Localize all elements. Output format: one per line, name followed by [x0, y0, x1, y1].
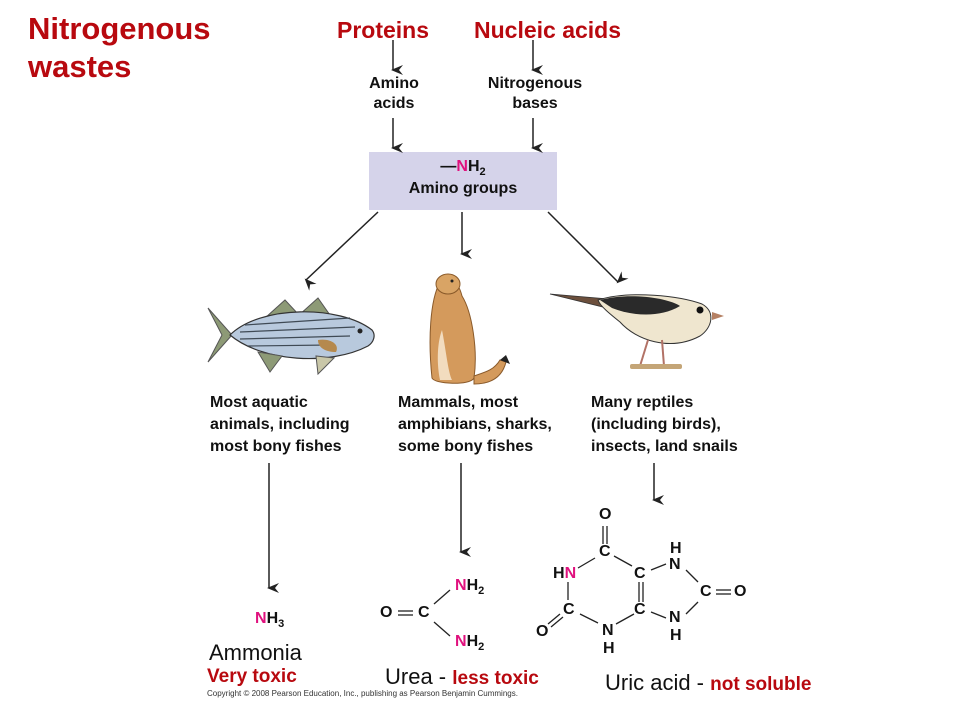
- uric-o-top: O: [599, 506, 612, 523]
- bond: —: [440, 158, 457, 175]
- urea-carbon: C: [418, 604, 430, 621]
- nitrogen: N: [456, 158, 468, 175]
- urea-nh2-top: NH2: [455, 577, 484, 597]
- uric-n3: N: [602, 622, 614, 639]
- amino-acids-label: Amino acids: [350, 74, 438, 114]
- hydrogen: H: [466, 577, 479, 594]
- subscript: 2: [479, 166, 486, 179]
- subscript: 2: [478, 641, 485, 654]
- fish-icon: [207, 297, 375, 376]
- hydrogen: H: [466, 633, 479, 650]
- arrow-to-fish: [304, 211, 379, 291]
- desc-line: insects, land snails: [591, 438, 738, 455]
- desc-line: (including birds),: [591, 416, 721, 433]
- uric-acid-solubility: not soluble: [710, 674, 812, 695]
- hydrogen: H: [467, 158, 480, 175]
- source-nucleic-acids: Nucleic acids: [474, 17, 622, 43]
- arrow-to-bird: [547, 211, 629, 284]
- slide-title: Nitrogenous wastes: [28, 10, 268, 86]
- uric-acid-name: Uric acid -: [605, 670, 711, 695]
- nitrogenous-bases-line2: bases: [512, 95, 558, 112]
- bird-icon: [549, 293, 724, 369]
- desc-aquatic: Most aquatic animals, including most bon…: [210, 392, 350, 458]
- uric-c5: C: [634, 565, 646, 582]
- uric-c1: C: [599, 543, 611, 560]
- uric-c8: C: [700, 583, 712, 600]
- uric-o2: O: [536, 623, 549, 640]
- title-text: Nitrogenous wastes: [28, 11, 211, 84]
- copyright: Copyright © 2008 Pearson Education, Inc.…: [207, 689, 518, 698]
- nitrogenous-bases-line1: Nitrogenous: [487, 75, 583, 92]
- uric-h9: H: [670, 627, 682, 644]
- desc-line: animals, including: [210, 416, 350, 433]
- ammonia-formula: NH3: [255, 610, 284, 630]
- urea-label: Urea - less toxic: [385, 664, 539, 690]
- nitrogen: N: [455, 633, 467, 650]
- ammonia-toxicity: Very toxic: [207, 666, 297, 687]
- nitrogen: N: [255, 610, 267, 627]
- nitrogen: N: [564, 565, 577, 582]
- nitrogen: N: [455, 577, 467, 594]
- urea-toxicity: less toxic: [452, 668, 539, 689]
- uric-c2: C: [563, 601, 575, 618]
- amino-groups-label: Amino groups: [408, 180, 518, 197]
- subscript: 2: [478, 585, 485, 598]
- uric-n9: N: [669, 609, 681, 626]
- desc-mammals: Mammals, most amphibians, sharks, some b…: [398, 392, 552, 458]
- desc-reptiles: Many reptiles (including birds), insects…: [591, 392, 738, 458]
- desc-line: some bony fishes: [398, 438, 534, 455]
- desc-line: amphibians, sharks,: [398, 416, 552, 433]
- urea-oxygen: O: [380, 604, 393, 621]
- urea-nh2-bottom: NH2: [455, 633, 484, 653]
- desc-line: Most aquatic: [210, 394, 308, 411]
- desc-line: Mammals, most: [398, 394, 519, 411]
- amino-groups-box: —NH2 Amino groups: [369, 152, 557, 210]
- uric-n7: N: [669, 556, 681, 573]
- uric-h7: H: [670, 540, 682, 557]
- desc-line: most bony fishes: [210, 438, 342, 455]
- hydrogen: H: [266, 610, 279, 627]
- urea-name: Urea -: [385, 664, 453, 689]
- uric-hn: HN: [553, 565, 576, 583]
- source-proteins: Proteins: [337, 17, 430, 43]
- nitrogenous-bases-label: Nitrogenous bases: [470, 74, 600, 114]
- uric-h3: H: [603, 640, 615, 657]
- hydrogen: H: [553, 565, 565, 582]
- prairie-dog-icon: [429, 273, 510, 385]
- uric-acid-label: Uric acid - not soluble: [605, 670, 811, 696]
- desc-line: Many reptiles: [591, 394, 694, 411]
- amino-acids-line2: acids: [373, 95, 415, 112]
- ammonia-name: Ammonia: [209, 640, 302, 665]
- uric-c4: C: [634, 601, 646, 618]
- amino-acids-line1: Amino: [369, 75, 419, 92]
- amino-group-formula: —NH2: [369, 158, 557, 178]
- uric-o8: O: [734, 583, 747, 600]
- subscript: 3: [278, 618, 285, 631]
